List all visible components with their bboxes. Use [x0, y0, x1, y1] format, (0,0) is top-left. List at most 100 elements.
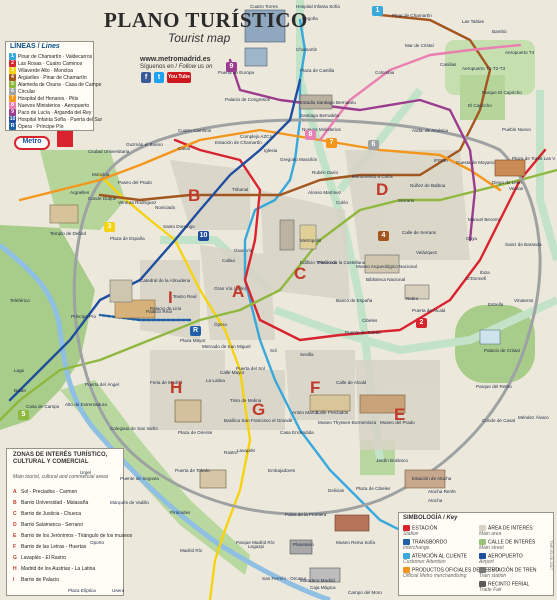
station-label[interactable]: Biblioteca Nacional: [366, 277, 406, 282]
station-label[interactable]: Lago: [14, 368, 25, 373]
station-label[interactable]: Cuatro Torres: [250, 4, 278, 9]
station-label[interactable]: Calle Preciados: [316, 410, 349, 415]
station-label[interactable]: Museo del Prado: [380, 420, 415, 425]
station-label[interactable]: Metrópolis: [300, 238, 322, 243]
station-label[interactable]: Canal: [178, 146, 191, 151]
station-label[interactable]: Museo Arqueológico Nacional: [356, 264, 417, 269]
station-label[interactable]: Marqués de Vadillo: [110, 500, 149, 505]
station-label[interactable]: Cuatro Caminos: [178, 128, 212, 133]
station-label[interactable]: Caja Mágica: [310, 585, 336, 590]
station-label[interactable]: Avda. de América: [412, 128, 448, 133]
station-label[interactable]: La Latina: [206, 378, 225, 383]
station-label[interactable]: Palacio Real: [146, 309, 172, 314]
station-label[interactable]: Aeropuerto T1-T2-T3: [462, 66, 506, 71]
station-label[interactable]: Núñez de Balboa: [410, 183, 446, 188]
station-label[interactable]: Méndez Álvaro: [518, 415, 549, 420]
station-label[interactable]: Gran Vía (calle): [214, 286, 247, 291]
station-label[interactable]: Estación de Atocha: [412, 476, 452, 481]
station-label[interactable]: Argüelles: [70, 190, 90, 195]
station-label[interactable]: Ventura Rodríguez: [118, 200, 157, 205]
station-label[interactable]: San Fermín - Orcasur: [262, 576, 307, 581]
station-label[interactable]: Mar de Cristal: [405, 43, 434, 48]
station-label[interactable]: Legazpi: [248, 544, 265, 549]
station-label[interactable]: Gregorio Marañón: [280, 157, 318, 162]
station-label[interactable]: Santiago Bernabéu: [300, 113, 340, 118]
station-label[interactable]: Embajadores: [268, 468, 296, 473]
station-label[interactable]: Plaza de España: [110, 236, 145, 241]
station-label[interactable]: Madrid Río: [180, 548, 203, 553]
station-label[interactable]: Puente de Segovia: [120, 476, 159, 481]
station-label[interactable]: Basílica San Francisco el Grande: [224, 418, 293, 423]
station-label[interactable]: Guzmán el Bueno: [126, 142, 163, 147]
station-label[interactable]: Begoña: [302, 16, 318, 21]
station-label[interactable]: Puerta del Sol: [236, 366, 265, 371]
station-label[interactable]: Banco de España: [336, 298, 373, 303]
youtube-icon[interactable]: You Tube: [167, 72, 191, 83]
station-label[interactable]: Museo Thyssen-Bornemisza: [318, 420, 377, 425]
station-label[interactable]: Atocha Renfe: [428, 489, 456, 494]
station-label[interactable]: Colegiata de San Isidro: [110, 426, 158, 431]
station-label[interactable]: Puerta de Toledo: [175, 468, 210, 473]
station-label[interactable]: Cuesta de Moyano: [456, 160, 495, 165]
station-label[interactable]: Antón Martín: [292, 410, 319, 415]
station-label[interactable]: Parque del Retiro: [476, 384, 512, 389]
station-label[interactable]: Retiro: [406, 296, 419, 301]
station-label[interactable]: Parque Madrid Río: [236, 540, 275, 545]
station-label[interactable]: Matadero Madrid: [300, 578, 335, 583]
station-label[interactable]: Complejo AZCA: [240, 134, 273, 139]
station-label[interactable]: Noviciado: [155, 205, 176, 210]
station-label[interactable]: Plaza Elíptica: [68, 588, 96, 593]
station-label[interactable]: Vinateros: [514, 298, 534, 303]
station-label[interactable]: Lavapiés: [237, 448, 256, 453]
station-label[interactable]: Pinar de Chamartín: [392, 13, 432, 18]
station-label[interactable]: Palos de la Frontera: [285, 512, 327, 517]
station-label[interactable]: Las Tablas: [462, 19, 484, 24]
station-label[interactable]: Ópera: [214, 322, 227, 327]
station-label[interactable]: Hospital Infanta Sofía: [296, 4, 340, 9]
station-label[interactable]: Planetario: [293, 542, 314, 547]
station-label[interactable]: Teleférico: [10, 298, 30, 303]
twitter-icon[interactable]: t: [154, 72, 164, 83]
station-label[interactable]: Palacio de Liria: [150, 306, 182, 311]
station-label[interactable]: Edificio Telefónica: [300, 260, 337, 265]
station-label[interactable]: Casa de Campo: [26, 404, 60, 409]
station-label[interactable]: Conde Duque: [88, 196, 117, 201]
station-label[interactable]: Plaza de Toros Las Ventas: [512, 156, 555, 161]
station-label[interactable]: Pirámides: [170, 510, 191, 515]
station-label[interactable]: Rastro: [224, 450, 238, 455]
station-label[interactable]: Cibeles: [362, 318, 378, 323]
station-label[interactable]: Colombia: [375, 70, 395, 75]
station-label[interactable]: Casa Encendida: [280, 430, 314, 435]
station-label[interactable]: Puerta de Europa: [218, 70, 255, 75]
station-label[interactable]: Teatro Real: [173, 294, 197, 299]
station-label[interactable]: Calle de Alcalá: [336, 380, 367, 385]
station-label[interactable]: Parque El Capricho: [482, 90, 522, 95]
station-label[interactable]: Plaza de Oriente: [178, 430, 213, 435]
station-label[interactable]: Palacio de Congresos: [225, 97, 270, 102]
station-label[interactable]: Manuel Becerra: [468, 217, 501, 222]
station-label[interactable]: Ventas: [509, 186, 524, 191]
station-label[interactable]: IFEMA: [434, 158, 449, 163]
station-label[interactable]: Iglesia: [264, 148, 278, 153]
station-label[interactable]: Mercado de San Miguel: [202, 344, 251, 349]
station-label[interactable]: Palacio de Cristal: [484, 348, 520, 353]
station-label[interactable]: Puerta del Ángel: [85, 382, 119, 387]
station-label[interactable]: Plaza Mayor: [180, 338, 206, 343]
station-label[interactable]: Monumento a Colón: [352, 174, 394, 179]
station-label[interactable]: Atocha: [428, 498, 443, 503]
station-label[interactable]: Tribunal: [232, 187, 249, 192]
station-label[interactable]: Sol: [270, 348, 277, 353]
station-label[interactable]: Estación de Chamartín: [215, 140, 262, 145]
station-label[interactable]: Estadio Santiago Bernabéu: [300, 100, 356, 105]
station-label[interactable]: Estrella: [488, 302, 504, 307]
station-label[interactable]: Chamartín: [296, 47, 318, 52]
station-label[interactable]: Ciudad Universitaria: [88, 149, 130, 154]
station-label[interactable]: Pueblo Nuevo: [502, 127, 531, 132]
station-label[interactable]: Campo del Moro: [348, 590, 382, 595]
station-label[interactable]: Serrano: [398, 198, 415, 203]
station-label[interactable]: Velázquez: [416, 250, 438, 255]
station-label[interactable]: Rubén Darío: [312, 170, 339, 175]
station-label[interactable]: Alto de Extremadura: [65, 402, 107, 407]
station-label[interactable]: Diego de León: [492, 180, 522, 185]
station-label[interactable]: Jardín Botánico: [376, 458, 408, 463]
